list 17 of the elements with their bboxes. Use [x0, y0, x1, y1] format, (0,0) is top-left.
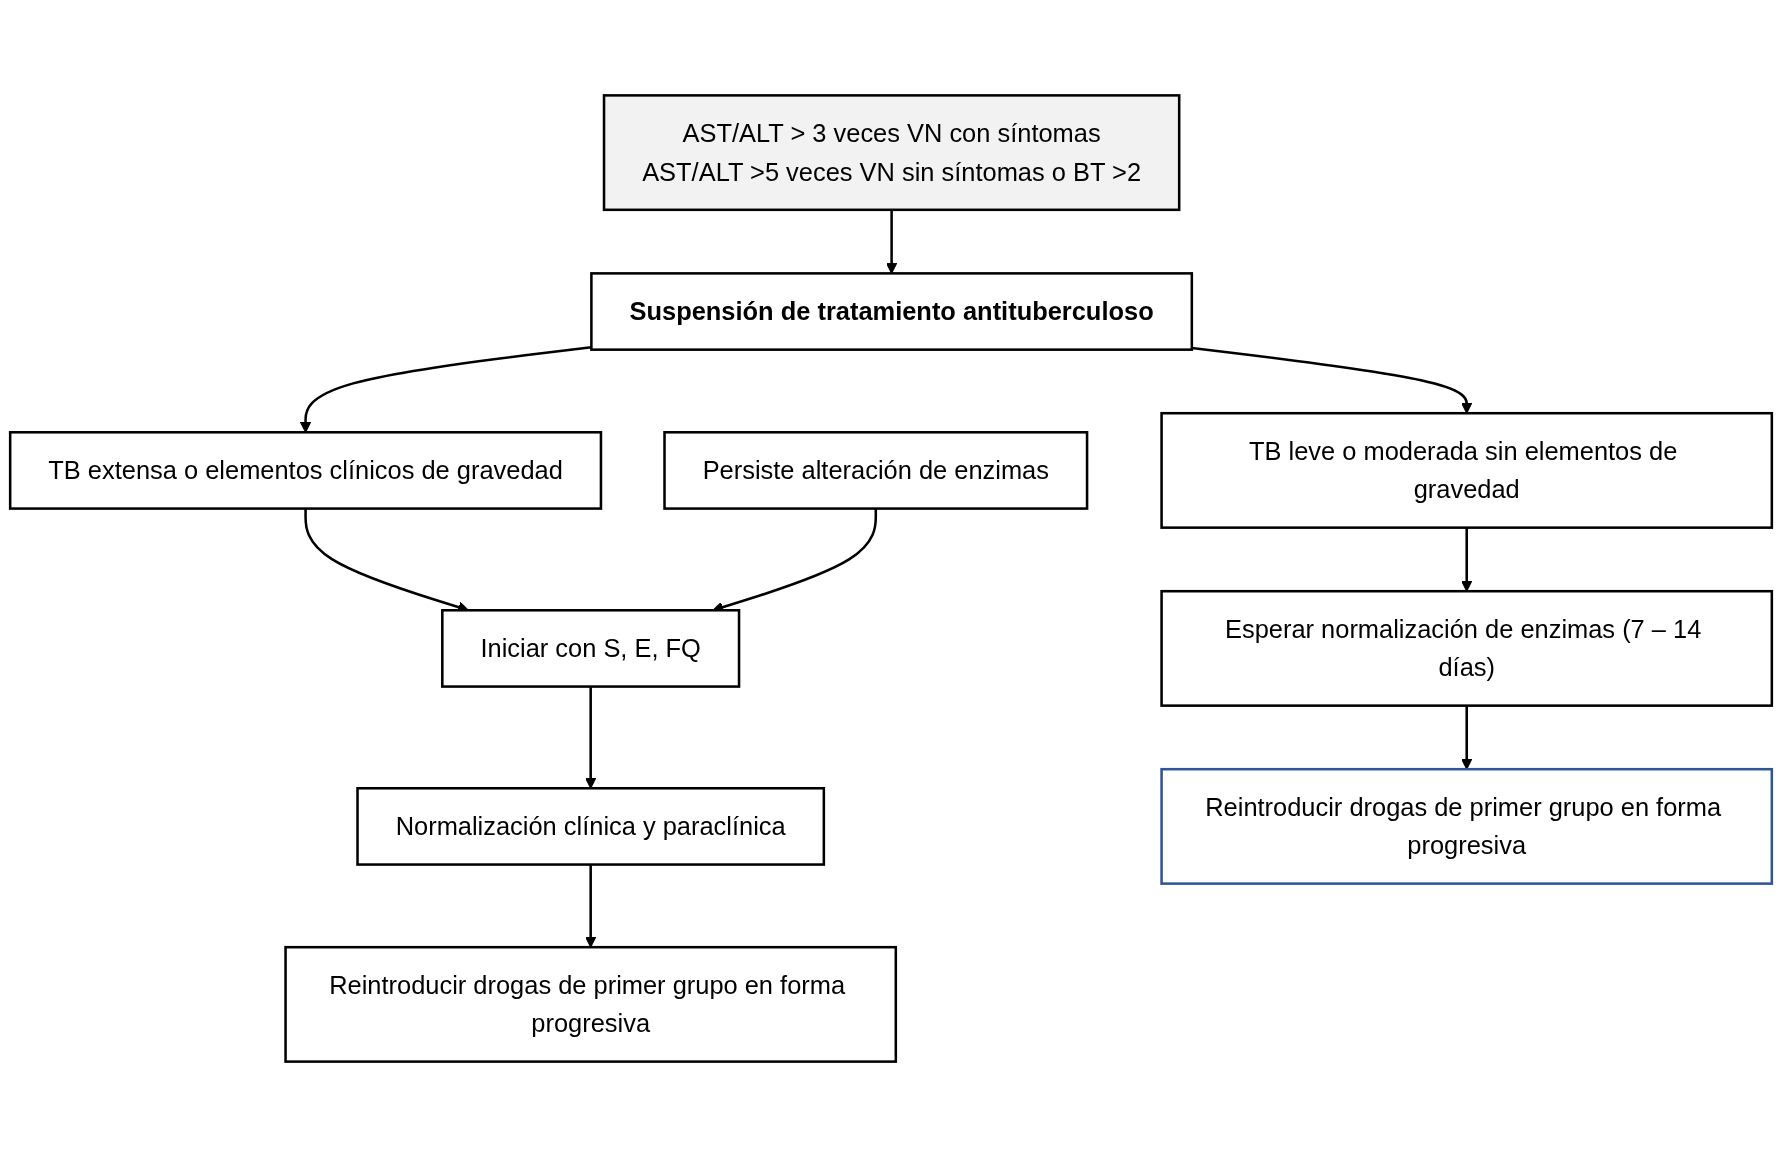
node-box: AST/ALT > 3 veces VN con síntomas AST/ALT >5 veces VN sin síntomas o BT >2: [602, 94, 1181, 212]
node-box: Esperar normalización de enzimas (7 – 14 días): [1160, 589, 1774, 707]
arrow: [1461, 527, 1473, 592]
node-box: TB extensa o elementos clínicos de gravedad: [8, 431, 603, 510]
arrow: [1461, 705, 1473, 770]
arrow: [585, 686, 597, 789]
arrow: [1191, 346, 1473, 414]
node-box: Reintroducir drogas de primer grupo en forma progresiva: [284, 945, 898, 1063]
node-box: Persiste alteración de enzimas: [663, 431, 1089, 510]
node-box: Iniciar con S, E, FQ: [441, 609, 741, 688]
arrow: [585, 864, 597, 948]
arrow: [299, 346, 592, 433]
node-box: Reintroducir drogas de primer grupo en forma progresiva: [1160, 767, 1774, 885]
node-box: Suspensión de tratamiento antituberculoso: [590, 272, 1194, 351]
arrow: [886, 209, 898, 274]
node-box: TB leve o moderada sin elementos de gravedad: [1160, 411, 1774, 529]
node-box: Normalización clínica y paraclínica: [356, 787, 826, 866]
